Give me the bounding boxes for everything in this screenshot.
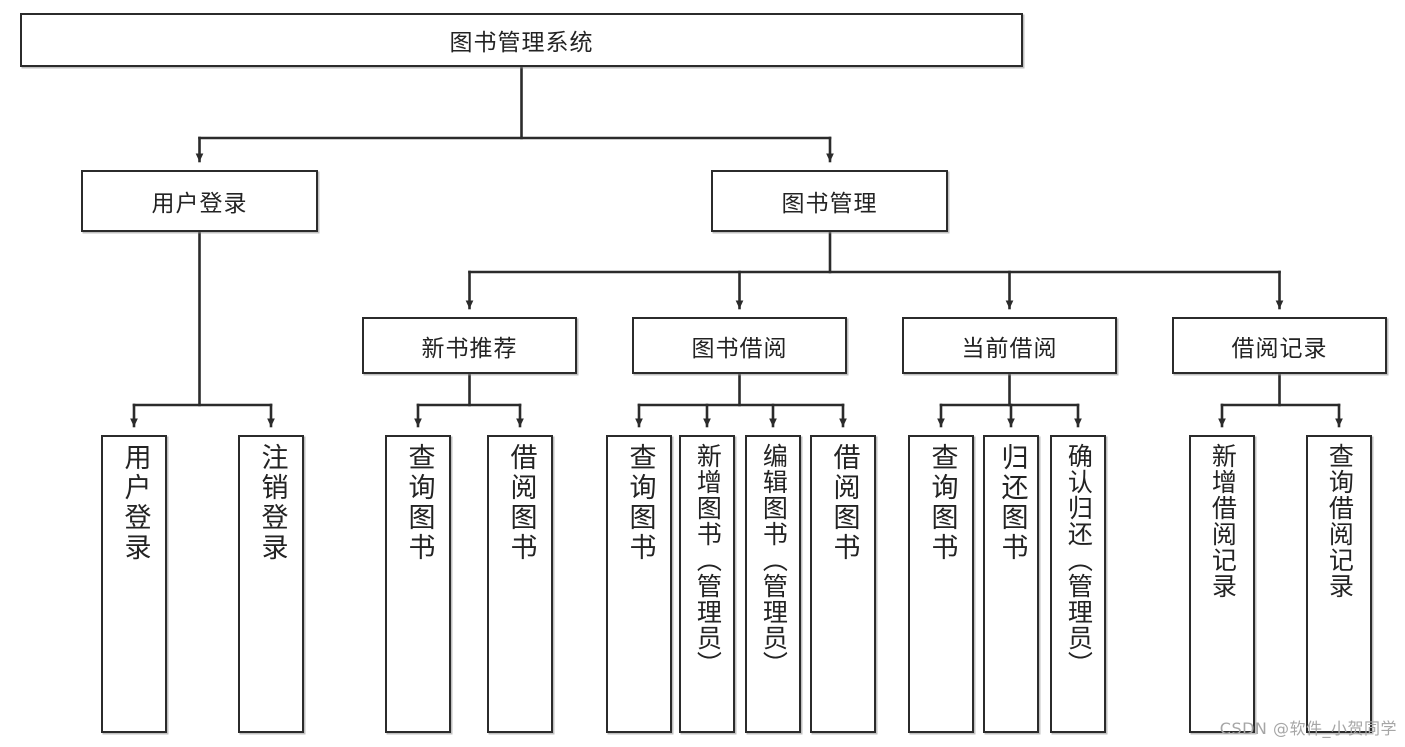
node-borrow-record-label: 借阅记录 (1232, 329, 1328, 363)
node-current-borrow-label: 当前借阅 (962, 329, 1058, 363)
node-leaf-confirm-return-admin[interactable]: 确认归还（管理员） (1050, 435, 1106, 733)
node-leaf-logout[interactable]: 注销登录 (238, 435, 304, 733)
node-leaf-label: 借阅图书 (506, 443, 535, 563)
node-book-borrow[interactable]: 图书借阅 (632, 317, 847, 374)
watermark: CSDN @软件_小贺同学 (1220, 715, 1397, 739)
node-leaf-add-borrow-record[interactable]: 新增借阅记录 (1189, 435, 1255, 733)
node-book-management-label: 图书管理 (782, 184, 878, 218)
node-leaf-query-book-3[interactable]: 查询图书 (908, 435, 974, 733)
node-leaf-label: 确认归还（管理员） (1065, 443, 1092, 677)
node-book-borrow-label: 图书借阅 (692, 329, 788, 363)
node-leaf-label: 新增图书（管理员） (694, 443, 721, 677)
node-leaf-label: 注销登录 (257, 443, 286, 563)
node-leaf-label: 用户登录 (120, 443, 149, 563)
node-current-borrow[interactable]: 当前借阅 (902, 317, 1117, 374)
node-leaf-edit-book-admin[interactable]: 编辑图书（管理员） (745, 435, 801, 733)
node-borrow-record[interactable]: 借阅记录 (1172, 317, 1387, 374)
node-root-label: 图书管理系统 (450, 23, 594, 57)
node-leaf-label: 新增借阅记录 (1209, 443, 1236, 599)
node-user-login[interactable]: 用户登录 (81, 170, 318, 232)
node-leaf-label: 查询图书 (625, 443, 654, 563)
node-leaf-label: 归还图书 (997, 443, 1026, 563)
node-leaf-return-book[interactable]: 归还图书 (983, 435, 1039, 733)
node-new-book-recommend-label: 新书推荐 (422, 329, 518, 363)
node-leaf-label: 借阅图书 (829, 443, 858, 563)
node-leaf-borrow-book-1[interactable]: 借阅图书 (487, 435, 553, 733)
node-leaf-query-borrow-record[interactable]: 查询借阅记录 (1306, 435, 1372, 733)
node-leaf-label: 查询图书 (404, 443, 433, 563)
node-leaf-label: 查询借阅记录 (1326, 443, 1353, 599)
node-root[interactable]: 图书管理系统 (20, 13, 1023, 67)
node-new-book-recommend[interactable]: 新书推荐 (362, 317, 577, 374)
node-leaf-query-book-2[interactable]: 查询图书 (606, 435, 672, 733)
node-leaf-label: 编辑图书（管理员） (760, 443, 787, 677)
node-book-management[interactable]: 图书管理 (711, 170, 948, 232)
node-leaf-user-login[interactable]: 用户登录 (101, 435, 167, 733)
node-user-login-label: 用户登录 (152, 184, 248, 218)
node-leaf-borrow-book-2[interactable]: 借阅图书 (810, 435, 876, 733)
node-leaf-query-book-1[interactable]: 查询图书 (385, 435, 451, 733)
node-leaf-label: 查询图书 (927, 443, 956, 563)
node-leaf-add-book-admin[interactable]: 新增图书（管理员） (679, 435, 735, 733)
